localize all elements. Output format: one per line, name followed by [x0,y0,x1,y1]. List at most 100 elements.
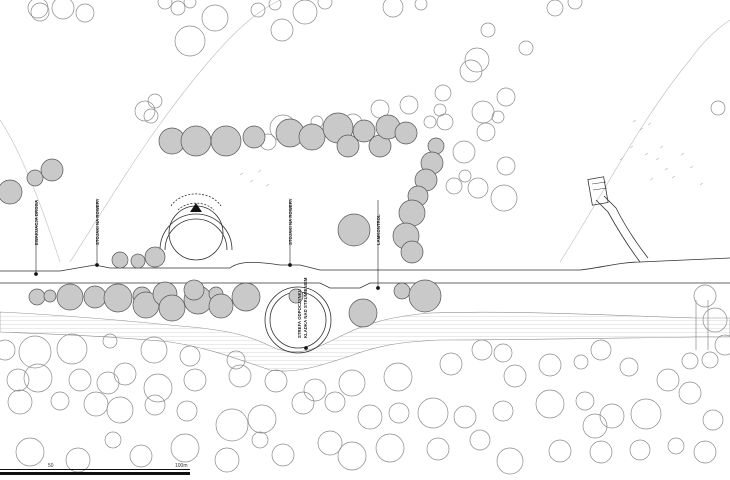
tree-canopy [427,137,445,155]
tree-outline [445,177,463,195]
tree-outline [134,100,156,122]
tree-outline [143,373,173,403]
tree-outline [567,0,583,10]
tree-outline [538,353,562,377]
tree-outline [701,351,719,369]
tree-outline [147,93,163,109]
tree-outline [480,22,496,38]
tree-outline [710,100,726,116]
promenade-lower-edge [0,282,730,289]
tree-outline [30,2,50,22]
tree-outline [183,0,197,9]
tree-outline [324,391,346,413]
label-stojaki-2: STOJAKI NA ROWERY [288,198,293,245]
tree-outline [0,339,16,361]
tree-outline [18,335,52,369]
tree-canopy [408,279,442,313]
tree-outline [439,352,463,376]
tree-outline [250,2,266,18]
scale-end-label: 100m [175,463,188,469]
amphitheatre [159,193,233,261]
pavilion-building [587,176,609,206]
tree-outline [693,440,717,464]
scale-bar: 50 100m [0,463,190,475]
tree-outline [599,403,625,429]
tree-outline [693,284,717,308]
tree-outline [15,437,45,467]
label-lamkontrol: LAMKONTROL [376,214,381,245]
tree-outline [496,447,524,475]
meadow-mark [629,145,634,149]
tree-outline [251,431,269,449]
tree-canopy [28,288,46,306]
meadow-mark [655,157,660,161]
tree-outline [503,364,527,388]
tree-canopy [180,125,212,157]
tree-outline [436,113,454,131]
promenade [0,195,730,289]
side-path [595,199,641,263]
tree-outline [469,429,491,451]
tree-outline [383,362,413,392]
tree-outline [268,0,282,11]
meadow-mark [649,177,654,181]
tree-canopy [298,123,326,151]
tree-outline [174,25,206,57]
tree-canopy [288,288,304,304]
tree-outline [382,0,404,18]
tree-outline [589,440,613,464]
tree-outline [702,307,728,333]
tree-outline [27,0,49,19]
side-path [603,195,649,259]
meadow-mark [644,152,649,156]
tree-outline [183,368,207,392]
tree-outline [68,368,92,392]
tree-outline [357,404,383,430]
tree-outline [228,364,252,388]
meadow-mark [699,182,704,186]
tree-outline [292,0,318,25]
tree-outline [453,405,477,429]
tree-canopy [210,125,242,157]
tree-outline [458,169,472,183]
tree-outline [23,363,53,393]
tree-outline [170,433,200,463]
tree-outline [459,59,483,83]
tree-outline [667,437,685,455]
stream-bank-hatch [0,311,730,372]
tree-outline [496,87,516,107]
tree-outline [375,433,405,463]
tree-outline [106,396,134,424]
tree-canopy [158,294,186,322]
tree-outline [264,369,288,393]
tree-canopy [43,289,57,303]
tree-outline [423,115,437,129]
tree-outline [144,394,166,416]
tree-outline [104,431,122,449]
tree-canopy [398,199,426,227]
tree-outline [102,333,118,349]
annotation-leaders [34,200,380,350]
tree-outline [338,369,366,397]
tree-outline [226,350,246,370]
tree-canopy [26,169,44,187]
tree-outline [113,362,137,386]
tree-outline [471,339,493,361]
tree-canopy [111,251,129,269]
meadow-mark [689,165,694,169]
tree-outline [317,0,333,10]
tree-canopy [56,283,84,311]
tree-outline [546,0,564,17]
tree-outline [270,18,294,42]
tree-canopy [348,298,378,328]
tree-outline [50,391,70,411]
meadow-mark [249,179,254,183]
tree-outline [548,439,572,463]
tree-outline [179,345,201,367]
meadow-mark [659,145,664,149]
tree-outline [140,336,168,364]
tree-outline [590,339,612,361]
tree-outline [170,0,186,16]
meadow-marks [239,119,704,187]
